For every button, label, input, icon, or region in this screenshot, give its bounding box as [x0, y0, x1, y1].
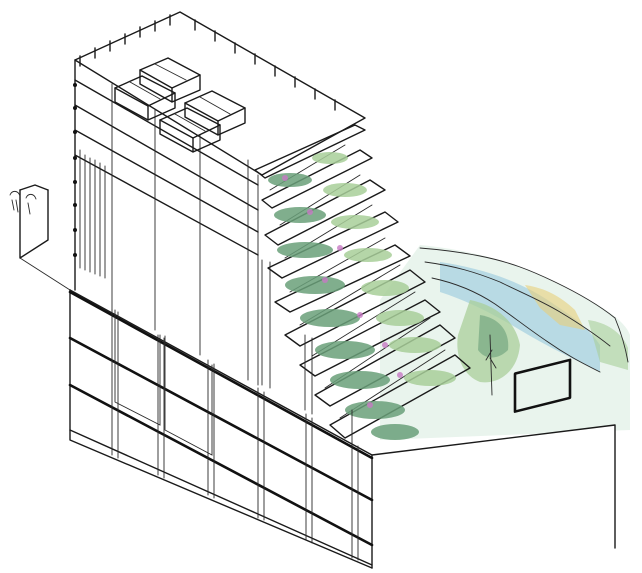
- podium-base: [68, 289, 616, 569]
- kiosk: [9, 184, 71, 291]
- roof-posts: [79, 14, 336, 111]
- facade-dots: [73, 83, 77, 257]
- person-figures: [9, 190, 37, 215]
- blossoms: [282, 175, 403, 408]
- glass-hatching: [79, 149, 106, 279]
- rooftop-units: [114, 57, 246, 153]
- landscape-wash: [380, 245, 630, 440]
- tower-body: [73, 11, 366, 386]
- terraced-gardens: [254, 124, 471, 449]
- greenery: [268, 152, 456, 440]
